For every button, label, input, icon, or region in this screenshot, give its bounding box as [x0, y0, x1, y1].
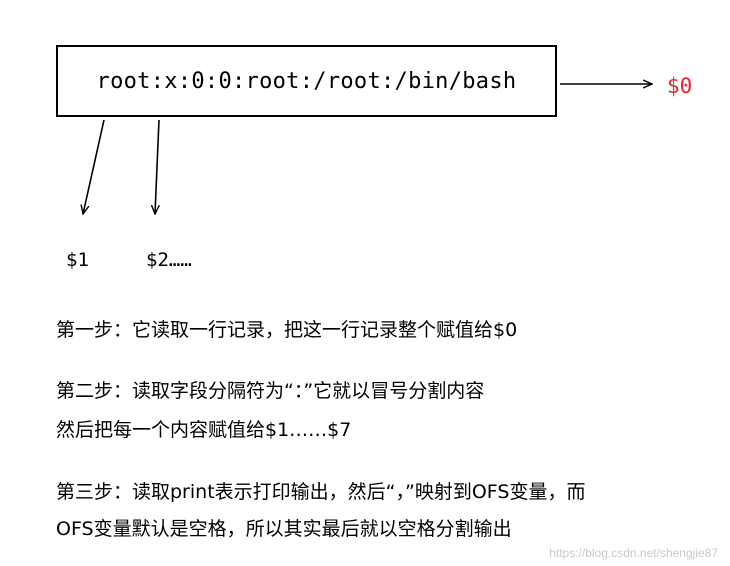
arrow-to-dollar1: [83, 119, 105, 214]
watermark: https://blog.csdn.net/shengjie87: [549, 546, 718, 560]
dollar2-label: $2……: [146, 249, 192, 271]
step-three-line1: 第三步：读取print表示打印输出，然后“，”映射到OFS变量，而: [56, 481, 586, 503]
step-three-line2: OFS变量默认是空格，所以其实最后就以空格分割输出: [56, 518, 512, 540]
step-two-line2: 然后把每一个内容赋值给$1……$7: [56, 419, 352, 441]
step-two-line1: 第二步：读取字段分隔符为“：”它就以冒号分割内容: [56, 380, 485, 402]
record-text: root:x:0:0:root:/root:/bin/bash: [96, 68, 517, 94]
arrow-to-dollar2: [155, 119, 159, 214]
step-one-text: 第一步：它读取一行记录，把这一行记录整个赋值给$0: [56, 319, 518, 341]
dollar1-label: $1: [66, 249, 89, 271]
record-box: root:x:0:0:root:/root:/bin/bash: [56, 45, 557, 117]
dollar0-label: $0: [667, 74, 693, 98]
